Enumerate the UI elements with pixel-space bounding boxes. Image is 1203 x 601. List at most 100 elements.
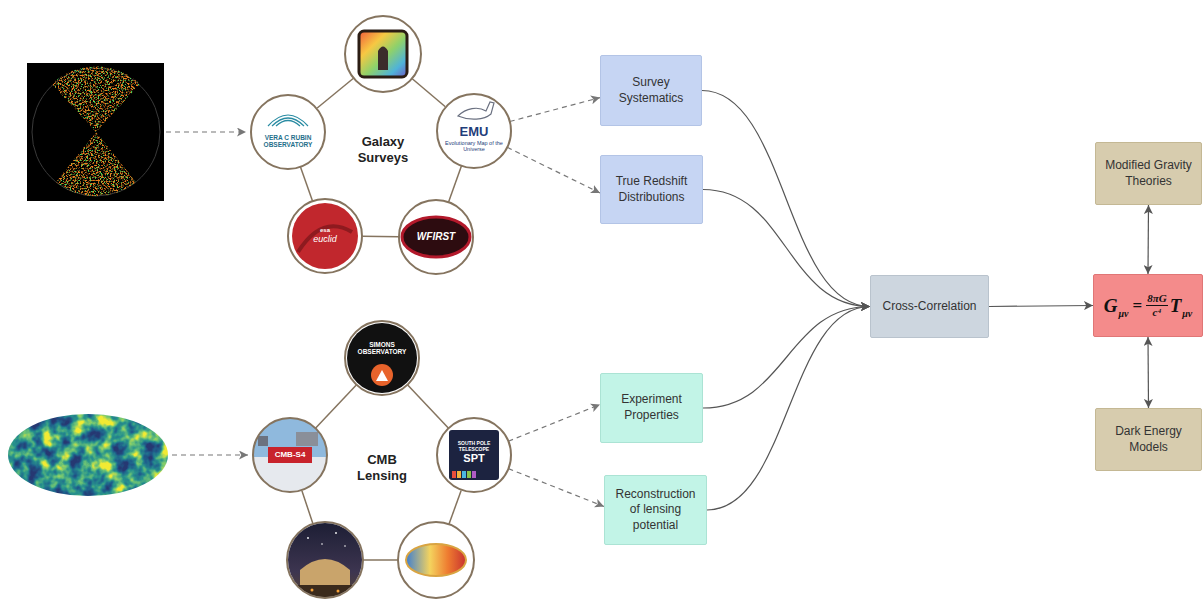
photo-star: [321, 543, 323, 545]
flow-arrow: [1147, 337, 1149, 408]
equation-symbol: T: [1170, 295, 1182, 317]
logo-text: VERA C RUBIN OBSERVATORY: [258, 134, 318, 149]
theory-box: Dark Energy Models: [1095, 408, 1202, 471]
rubin-logo-arc: [268, 115, 308, 126]
logo-ground: [250, 94, 326, 170]
spt-logo-stripe: [462, 471, 466, 478]
photo-building: [296, 432, 318, 446]
dashed-arrow: [507, 147, 600, 193]
euclid-logo: [292, 203, 358, 269]
box-text: Cross-Correlation: [882, 299, 976, 315]
logo-text: euclid: [300, 234, 350, 244]
logo-text: VERA C RUBIN OBSERVATORY: [258, 134, 318, 149]
box-text: Modified Gravity Theories: [1102, 158, 1195, 189]
simons-logo-peak: [376, 370, 388, 381]
connectors: [300, 91, 1148, 511]
pentagon-line: [315, 385, 356, 428]
cmbs4-photo: [250, 415, 330, 497]
box-label: Reconstruction of lensing potential: [611, 487, 700, 534]
photo-light: [337, 590, 340, 593]
logo-ground: [436, 93, 512, 169]
box-text: Survey Systematics: [607, 75, 695, 106]
logo-text: EMUEvolutionary Map of the Universe: [445, 125, 503, 153]
wfirst-logo: [402, 217, 470, 257]
planck-logo: [406, 544, 466, 576]
circle-outline: [344, 320, 420, 396]
box-label: Experiment Properties: [607, 392, 696, 423]
circle-outline: [251, 95, 325, 169]
equation-box: Gμν=8πGc⁴Tμν: [1093, 274, 1203, 337]
rubin-logo-arc: [272, 118, 304, 126]
group-label: Galaxy Surveys: [347, 134, 419, 167]
equation-frac: 8πGc⁴: [1146, 292, 1167, 318]
pentagon-line: [300, 167, 312, 201]
box-label: Survey Systematics: [607, 75, 695, 106]
circle-outline: [437, 94, 511, 168]
logo-ground: [344, 320, 420, 396]
logo-circle: [398, 522, 474, 598]
survey-logo-figure: [378, 47, 388, 71]
logo-text: SIMONS OBSERVATORY: [355, 341, 409, 356]
box-label: Dark Energy Models: [1102, 424, 1195, 455]
flow-arrow: [707, 307, 870, 511]
circle-outline: [345, 321, 419, 395]
photo-star: [335, 532, 337, 534]
logo-text: EMU: [445, 125, 503, 140]
telescope-logo-circle: esaeuclid: [287, 198, 363, 274]
box-text: Dark Energy Models: [1102, 424, 1195, 455]
equation-symbol: 8πG: [1146, 292, 1167, 306]
logo-text: esa: [300, 227, 350, 234]
telescope-logo-circle: SOUTH POLE TELESCOPESPT: [436, 417, 512, 493]
sky-map-frame: [27, 63, 164, 201]
telescope-logo-circle: CMB-S4: [252, 417, 328, 493]
pentagon-line: [448, 166, 461, 202]
logo-text: SPT: [452, 452, 496, 465]
logo-ground: [436, 417, 512, 493]
logo-ground: [287, 198, 363, 274]
photo-star: [344, 545, 346, 547]
dashed-arrow: [508, 405, 600, 442]
photo-light: [311, 589, 314, 592]
telescope-logo-circle: VERA C RUBIN OBSERVATORY: [250, 94, 326, 170]
theory-box: Modified Gravity Theories: [1095, 142, 1202, 205]
group-label: CMB Lensing: [346, 452, 418, 485]
process-box: True Redshift Distributions: [600, 155, 703, 224]
observatory-photo: [285, 520, 365, 600]
logo-text: CMB-S4: [268, 450, 312, 459]
galaxy-distribution: [56, 132, 136, 196]
circle-outline: [288, 199, 362, 273]
survey-logo: [359, 31, 407, 77]
spt-logo-stripe: [472, 471, 476, 478]
logo-circle: [345, 16, 421, 92]
telescope-logo-circle: WFIRST: [398, 199, 474, 275]
flow-arrow: [702, 91, 870, 307]
logo-text: SOUTH POLE TELESCOPESPT: [452, 441, 496, 465]
equation-sym: Tμν: [1170, 295, 1193, 317]
flow-arrow: [989, 306, 1093, 307]
box-text: Reconstruction of lensing potential: [611, 487, 700, 534]
box-label: Modified Gravity Theories: [1102, 158, 1195, 189]
telescope-logo-circle: EMUEvolutionary Map of the Universe: [436, 93, 512, 169]
galaxy-distribution: [52, 66, 140, 132]
flow-arrow: [1147, 205, 1149, 274]
simons-logo-sun: [371, 364, 393, 386]
logo-text: CMB-S4: [268, 450, 312, 459]
spt-logo-stripe: [452, 471, 456, 478]
spt-logo: [449, 430, 499, 480]
cmb-map: [8, 414, 168, 496]
pentagon-line: [362, 236, 399, 238]
telescope-logo-circle: SIMONS OBSERVATORY: [344, 320, 420, 396]
equation-symbol: c⁴: [1152, 306, 1163, 319]
equation: Gμν=8πGc⁴Tμν: [1104, 292, 1192, 318]
box-text: True Redshift Distributions: [607, 174, 696, 205]
equation-op: =: [1132, 296, 1142, 316]
process-box: Survey Systematics: [600, 55, 702, 126]
logo-text: WFIRST: [408, 231, 464, 243]
equation-symbol: μν: [1118, 308, 1128, 319]
emu-bird: [458, 102, 494, 119]
pentagon-line: [407, 385, 448, 428]
flow-arrow: [703, 190, 870, 307]
circle-outline: [437, 418, 511, 492]
